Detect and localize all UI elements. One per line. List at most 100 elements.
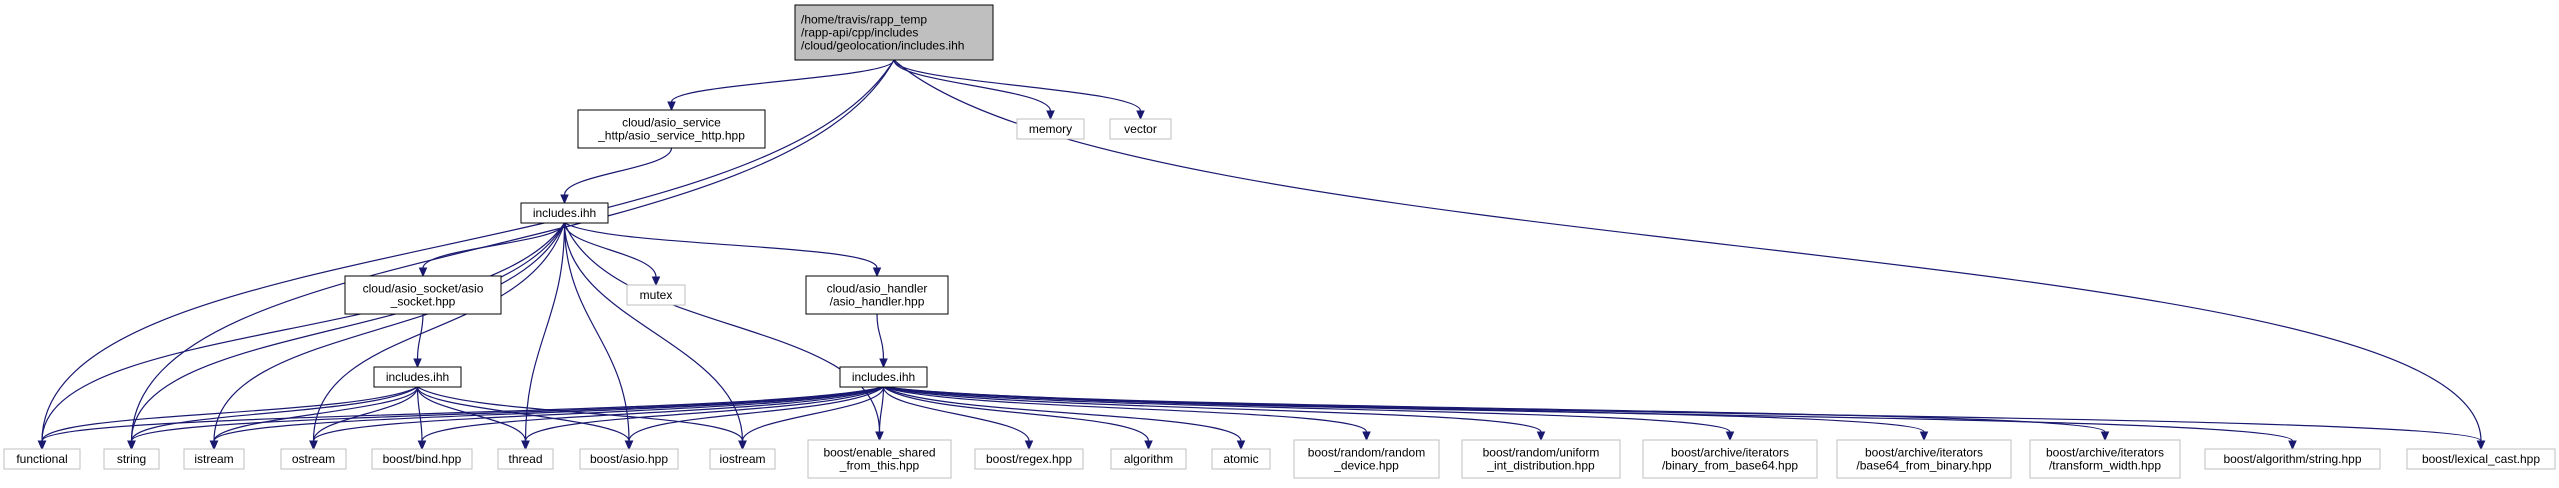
node-memory: memory: [1016, 118, 1085, 140]
node-enable-shared: boost/enable_shared_from_this.hpp: [807, 439, 952, 479]
node-label: boost/random/random: [1308, 446, 1425, 460]
node-label: /home/travis/rapp_temp: [801, 13, 927, 27]
node-label: atomic: [1223, 452, 1258, 466]
edge-inc_c-to-regex: [882, 386, 1034, 451]
node-label: boost/archive/iterators: [1671, 446, 1789, 460]
edge-inc_c-to-lexical_cast: [883, 386, 2486, 451]
edge-asio_socket-to-inc_b: [413, 313, 424, 369]
node-label: boost/asio.hpp: [590, 452, 668, 466]
edge-inc_c-to-iostream: [738, 386, 885, 451]
node-label: /base64_from_binary.hpp: [1856, 459, 1992, 473]
edge-inc_a-to-asio_handler: [564, 222, 882, 278]
edge-inc_a-to-asio_socket: [418, 222, 566, 278]
node-istream: istream: [183, 448, 245, 470]
node-inc-c[interactable]: includes.ihh: [839, 366, 928, 388]
edge-inc_c-to-istream: [209, 386, 884, 451]
node-label: _from_this.hpp: [839, 459, 920, 473]
node-asio-socket[interactable]: cloud/asio_socket/asio_socket.hpp: [344, 275, 502, 315]
node-label: algorithm: [1124, 452, 1173, 466]
node-label: ostream: [292, 452, 335, 466]
node-ostream: ostream: [280, 448, 347, 470]
node-asio: boost/asio.hpp: [579, 448, 679, 470]
node-label: includes.ihh: [386, 370, 449, 384]
edges-layer: [37, 59, 2486, 451]
node-label: /asio_handler.hpp: [830, 295, 925, 309]
edge-inc_c-to-atomic: [883, 386, 1246, 451]
edge-root-to-lexical_cast: [893, 59, 2486, 451]
node-base64-from-binary: boost/archive/iterators/base64_from_bina…: [1836, 439, 2012, 479]
node-inc-b[interactable]: includes.ihh: [373, 366, 462, 388]
node-thread: thread: [497, 448, 554, 470]
edge-inc_a-to-iostream: [563, 222, 747, 451]
node-label: /binary_from_base64.hpp: [1662, 459, 1798, 473]
node-algorithm: algorithm: [1110, 448, 1187, 470]
node-label: istream: [194, 452, 233, 466]
edge-root-to-asio_service: [667, 59, 895, 112]
node-atomic: atomic: [1211, 448, 1271, 470]
node-binary-from-base64: boost/archive/iterators/binary_from_base…: [1642, 439, 1818, 479]
edge-asio_service-to-inc_a: [560, 147, 673, 205]
edge-inc_c-to-thread: [521, 386, 884, 451]
node-label: /transform_width.hpp: [2049, 459, 2161, 473]
edge-inc_c-to-functional: [37, 386, 884, 451]
node-label: /rapp-api/cpp/includes: [801, 26, 918, 40]
edge-inc_b-to-thread: [416, 386, 530, 451]
edge-inc_c-to-algorithm_string: [883, 386, 2297, 451]
node-label: boost/regex.hpp: [986, 452, 1072, 466]
node-label: string: [117, 452, 146, 466]
node-label: boost/algorithm/string.hpp: [2223, 452, 2361, 466]
edge-inc_b-to-iostream: [417, 386, 747, 451]
node-label: iostream: [719, 452, 765, 466]
edge-inc_c-to-bind: [417, 386, 884, 451]
nodes-layer: /home/travis/rapp_temp/rapp-api/cpp/incl…: [3, 4, 2556, 479]
node-bind: boost/bind.hpp: [371, 448, 473, 470]
node-label: memory: [1029, 122, 1072, 136]
node-label: thread: [508, 452, 542, 466]
edge-inc_c-to-algorithm: [883, 386, 1153, 451]
node-asio-service[interactable]: cloud/asio_service_http/asio_service_htt…: [577, 109, 766, 149]
edge-root-to-string: [127, 59, 895, 451]
edge-root-to-vector: [893, 59, 1145, 121]
node-transform-width: boost/archive/iterators/transform_width.…: [2029, 439, 2181, 479]
node-label: mutex: [640, 288, 673, 302]
node-label: cloud/asio_socket/asio: [363, 282, 484, 296]
node-label: functional: [16, 452, 67, 466]
node-uniform-int: boost/random/uniform_int_distribution.hp…: [1461, 439, 1621, 479]
node-label: boost/archive/iterators: [2046, 446, 2164, 460]
node-label: _int_distribution.hpp: [1486, 459, 1595, 473]
node-label: boost/lexical_cast.hpp: [2422, 452, 2540, 466]
node-label: boost/random/uniform: [1483, 446, 1600, 460]
edge-inc_c-to-uniform_int: [883, 386, 1546, 442]
node-iostream: iostream: [709, 448, 776, 470]
node-vector: vector: [1109, 118, 1172, 140]
node-string: string: [103, 448, 160, 470]
edge-inc_c-to-random_device: [883, 386, 1371, 442]
edge-inc_c-to-binary_from_base64: [883, 386, 1735, 442]
node-label: cloud/asio_handler: [827, 282, 928, 296]
node-label: includes.ihh: [852, 370, 915, 384]
node-label: /cloud/geolocation/includes.ihh: [801, 39, 964, 53]
node-regex: boost/regex.hpp: [974, 448, 1084, 470]
node-root[interactable]: /home/travis/rapp_temp/rapp-api/cpp/incl…: [794, 4, 994, 61]
edge-inc_c-to-enable_shared: [875, 386, 885, 442]
edge-inc_c-to-ostream: [309, 386, 884, 451]
node-asio-handler[interactable]: cloud/asio_handler/asio_handler.hpp: [805, 275, 949, 315]
node-label: boost/enable_shared: [823, 446, 935, 460]
edge-asio_handler-to-inc_c: [876, 313, 888, 369]
edge-root-to-functional: [37, 59, 895, 451]
node-label: includes.ihh: [533, 206, 596, 220]
node-label: _http/asio_service_http.hpp: [597, 129, 745, 143]
node-functional: functional: [3, 448, 81, 470]
node-inc-a[interactable]: includes.ihh: [520, 202, 609, 224]
node-algorithm-string: boost/algorithm/string.hpp: [2204, 448, 2381, 470]
node-label: _device.hpp: [1333, 459, 1399, 473]
node-random-device: boost/random/random_device.hpp: [1293, 439, 1440, 479]
node-label: boost/archive/iterators: [1865, 446, 1983, 460]
node-label: boost/bind.hpp: [383, 452, 462, 466]
node-label: _socket.hpp: [390, 295, 456, 309]
edge-inc_c-to-asio: [624, 386, 884, 451]
node-label: vector: [1124, 122, 1157, 136]
edge-inc_c-to-string: [127, 386, 884, 451]
node-mutex: mutex: [626, 284, 686, 306]
